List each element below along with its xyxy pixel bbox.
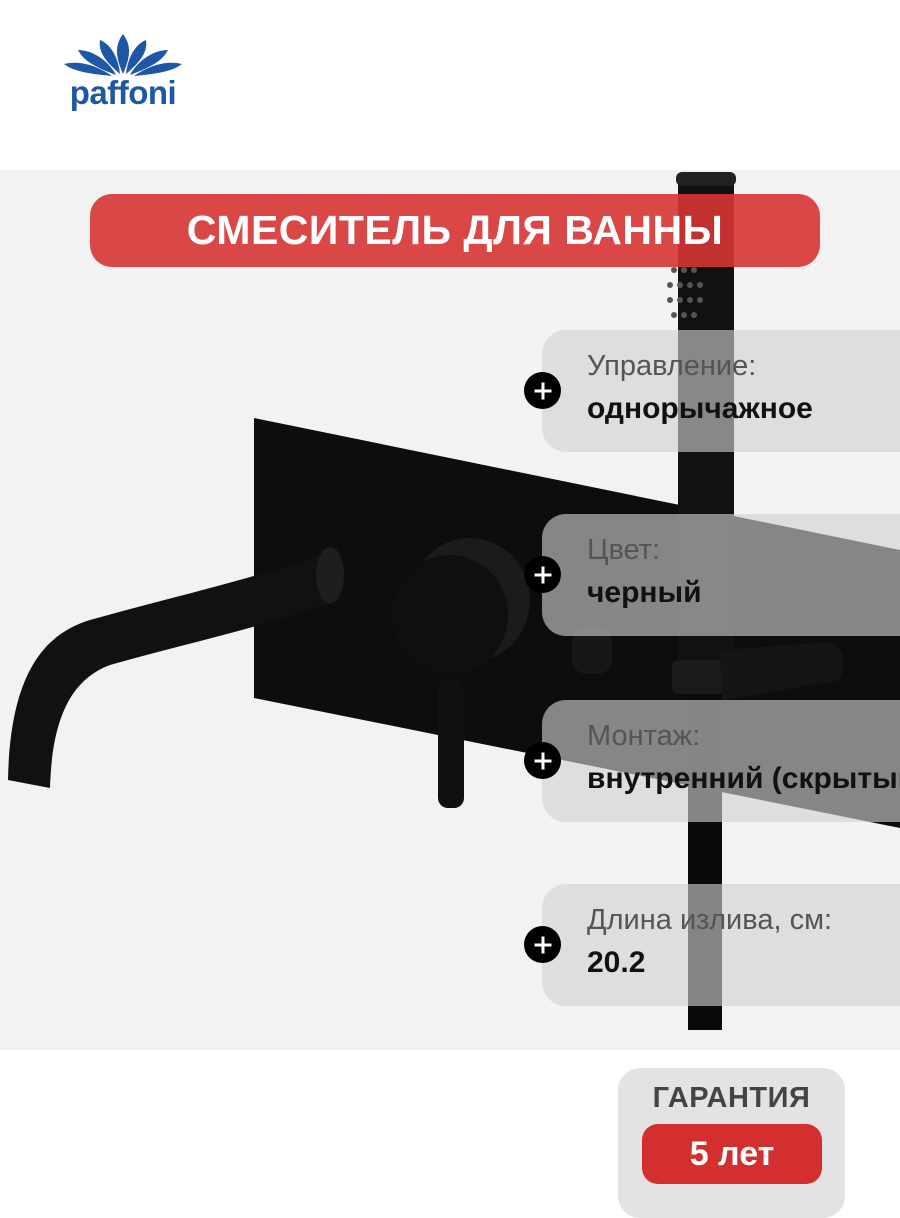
- mixer-lever: [438, 680, 464, 808]
- mixer-body: [392, 555, 508, 675]
- spec-card-spout-length: Длина излива, см: 20.2: [542, 884, 900, 1006]
- plus-icon[interactable]: [524, 742, 561, 779]
- spec-card-control: Управление: однорычажное: [542, 330, 900, 452]
- spout-base: [316, 547, 344, 603]
- warranty-label: ГАРАНТИЯ: [652, 1082, 811, 1114]
- spec-value: черный: [587, 576, 702, 609]
- hand-shower-head-top: [676, 172, 736, 186]
- spec-card-color: Цвет: черный: [542, 514, 900, 636]
- spec-card-mounting: Монтаж: внутренний (скрытый): [542, 700, 900, 822]
- bath-spout: [8, 552, 340, 788]
- spec-value: 20.2: [587, 946, 646, 979]
- title-banner: СМЕСИТЕЛЬ ДЛЯ ВАННЫ: [90, 194, 820, 267]
- shower-nozzles: [667, 267, 703, 318]
- page-title: СМЕСИТЕЛЬ ДЛЯ ВАННЫ: [186, 207, 724, 253]
- brand-name: paffoni: [69, 74, 177, 111]
- spec-label: Длина излива, см:: [587, 904, 833, 936]
- spec-value: внутренний (скрытый): [587, 762, 900, 795]
- spec-value: однорычажное: [587, 392, 813, 425]
- diverter-knob: [572, 628, 612, 674]
- plus-icon[interactable]: [524, 926, 561, 963]
- spec-label: Монтаж:: [587, 720, 701, 752]
- plus-icon[interactable]: [524, 372, 561, 409]
- spec-label: Цвет:: [587, 534, 661, 566]
- warranty-badge: ГАРАНТИЯ 5 лет: [618, 1068, 845, 1218]
- plus-icon[interactable]: [524, 556, 561, 593]
- brand-logo: paffoni: [58, 32, 188, 116]
- fountain-logo-icon: [64, 34, 182, 76]
- shower-outlet: [720, 642, 844, 700]
- shower-holder: [672, 660, 728, 694]
- spec-label: Управление:: [587, 350, 757, 382]
- warranty-value: 5 лет: [642, 1124, 822, 1184]
